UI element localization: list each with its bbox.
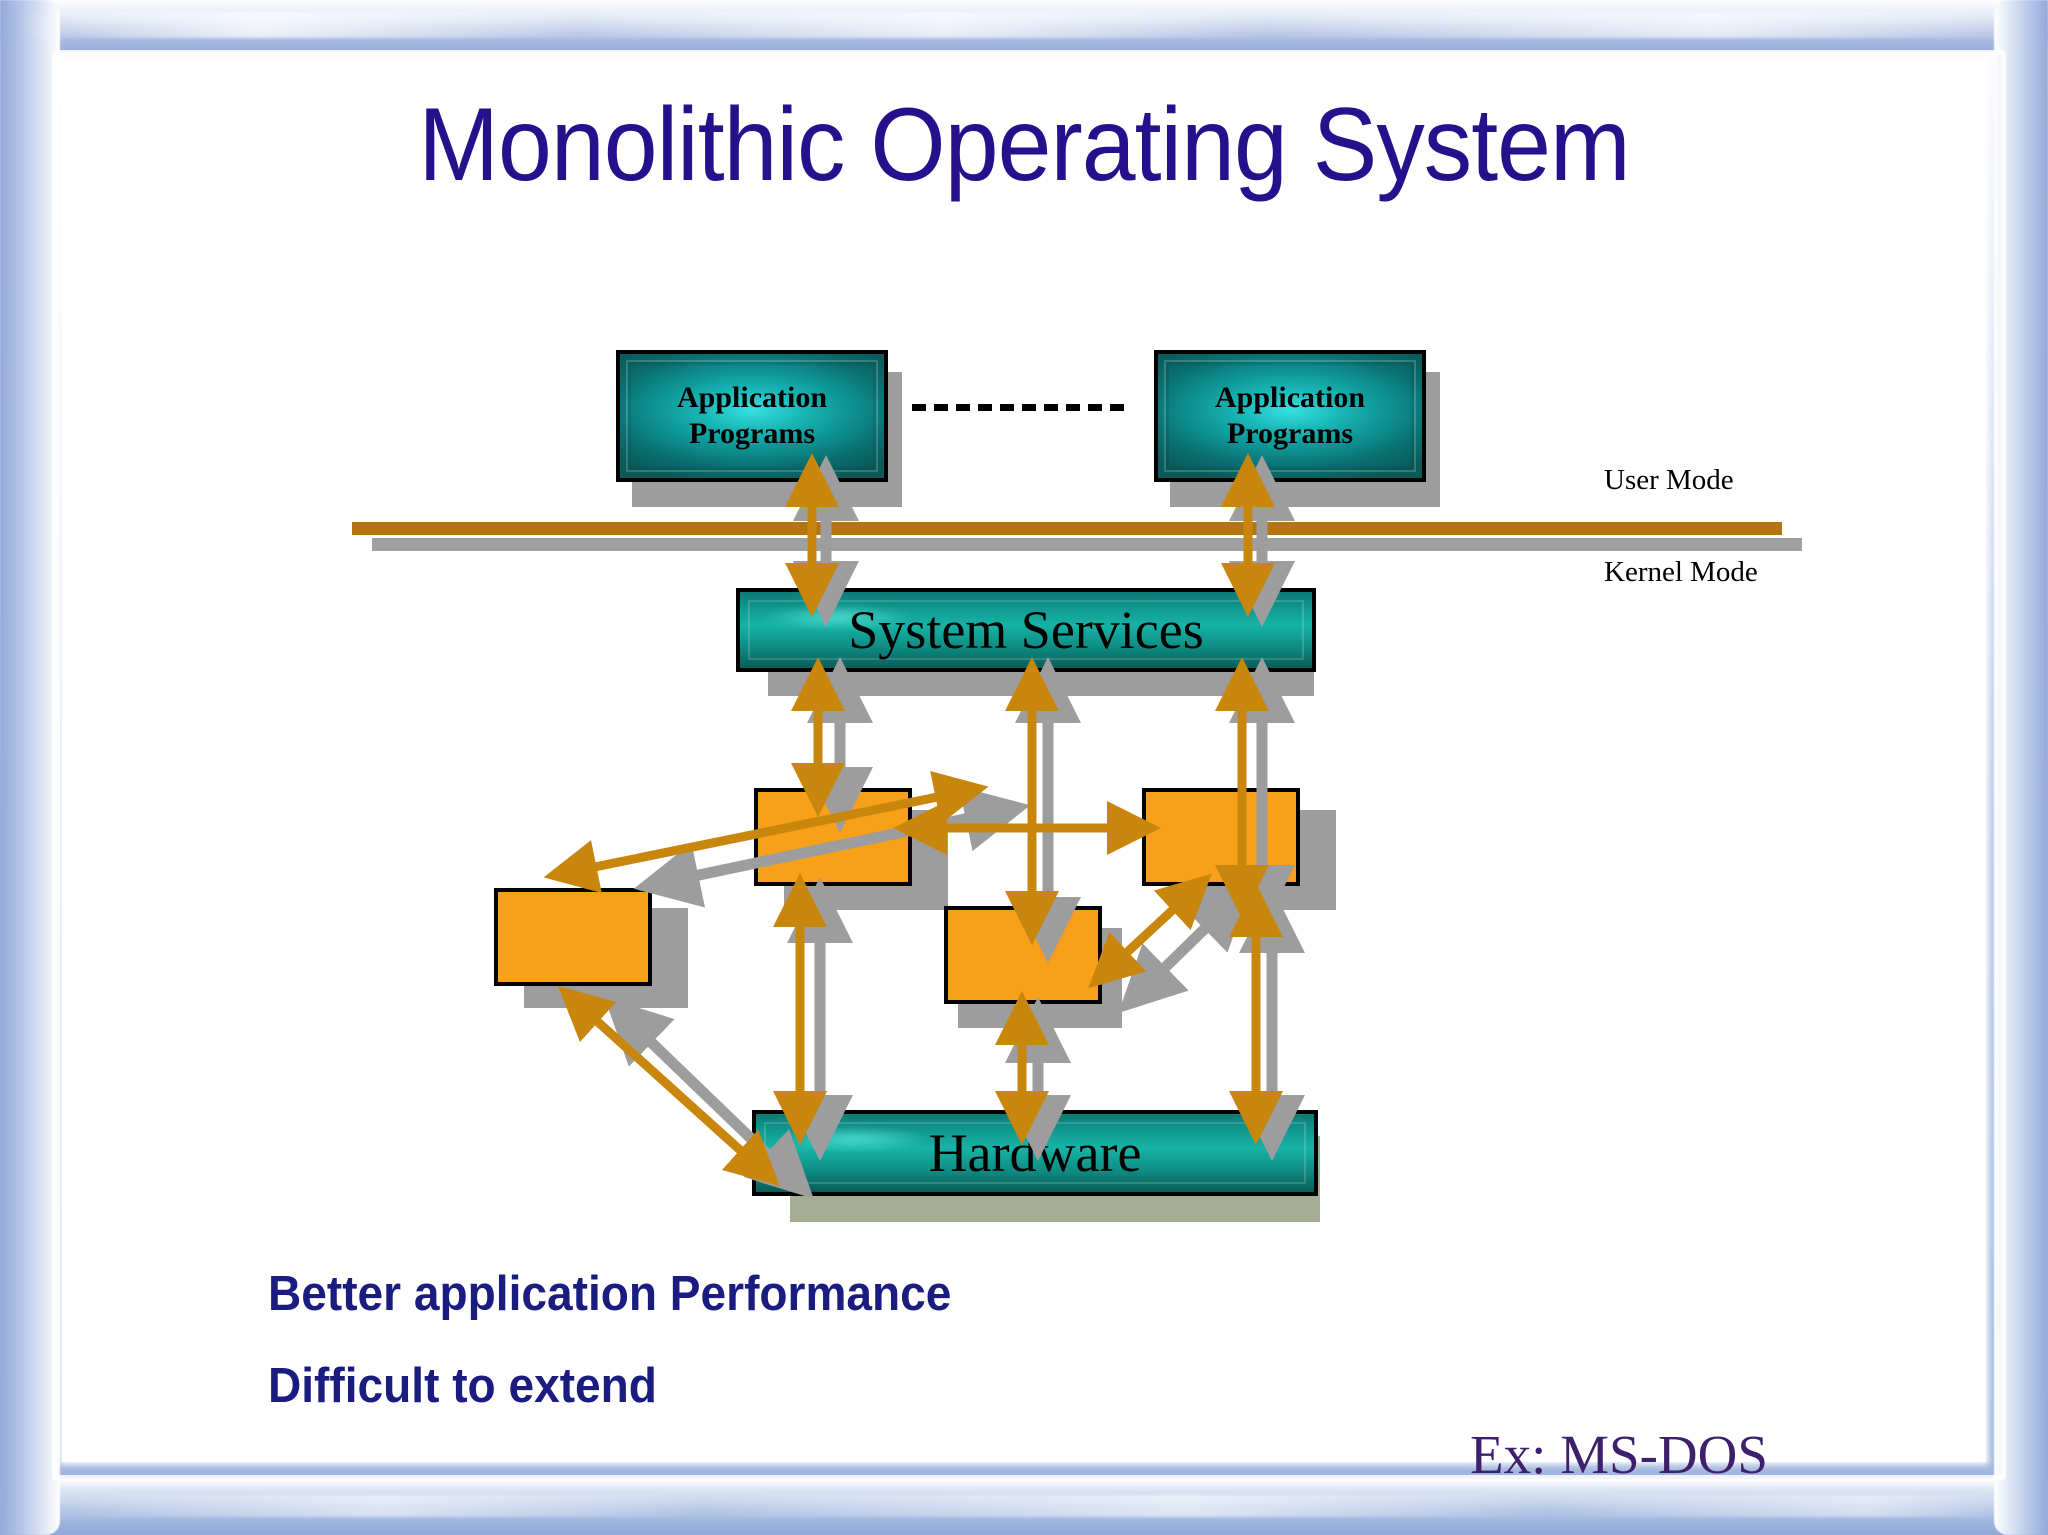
frame-brush-wash-bottom: [20, 1495, 2028, 1517]
module-box-4[interactable]: [944, 906, 1102, 1004]
app-right-label: Application Programs: [1214, 381, 1366, 450]
system-services-label: System Services: [848, 600, 1204, 660]
mode-divider-line: [352, 522, 1782, 535]
label-user-mode: User Mode: [1604, 464, 1734, 496]
label-kernel-mode: Kernel Mode: [1604, 556, 1758, 588]
module-box-3[interactable]: [494, 888, 652, 986]
slide-content-area: [62, 62, 1986, 1462]
box-application-programs-right[interactable]: Application Programs: [1154, 350, 1426, 482]
bullet-1: Better application Performance: [268, 1267, 952, 1321]
example-note: Ex: MS-DOS: [1470, 1424, 1768, 1485]
box-application-programs-left[interactable]: Application Programs: [616, 350, 888, 482]
mode-divider-shadow: [372, 538, 1802, 551]
module-box-2[interactable]: [1142, 788, 1300, 886]
bullet-2: Difficult to extend: [268, 1359, 657, 1413]
box-hardware[interactable]: Hardware: [752, 1110, 1318, 1196]
app-left-label: Application Programs: [676, 381, 828, 450]
frame-brush-wash-top: [14, 12, 2034, 38]
hardware-label: Hardware: [928, 1123, 1142, 1183]
dashed-connector: [912, 404, 1124, 411]
frame-band-right: [1994, 0, 2048, 1535]
box-bevel-inset: [626, 360, 878, 472]
page-title: Monolithic Operating System: [418, 87, 1630, 203]
box-system-services[interactable]: System Services: [736, 588, 1316, 672]
frame-band-left: [0, 0, 60, 1535]
module-box-1[interactable]: [754, 788, 912, 886]
